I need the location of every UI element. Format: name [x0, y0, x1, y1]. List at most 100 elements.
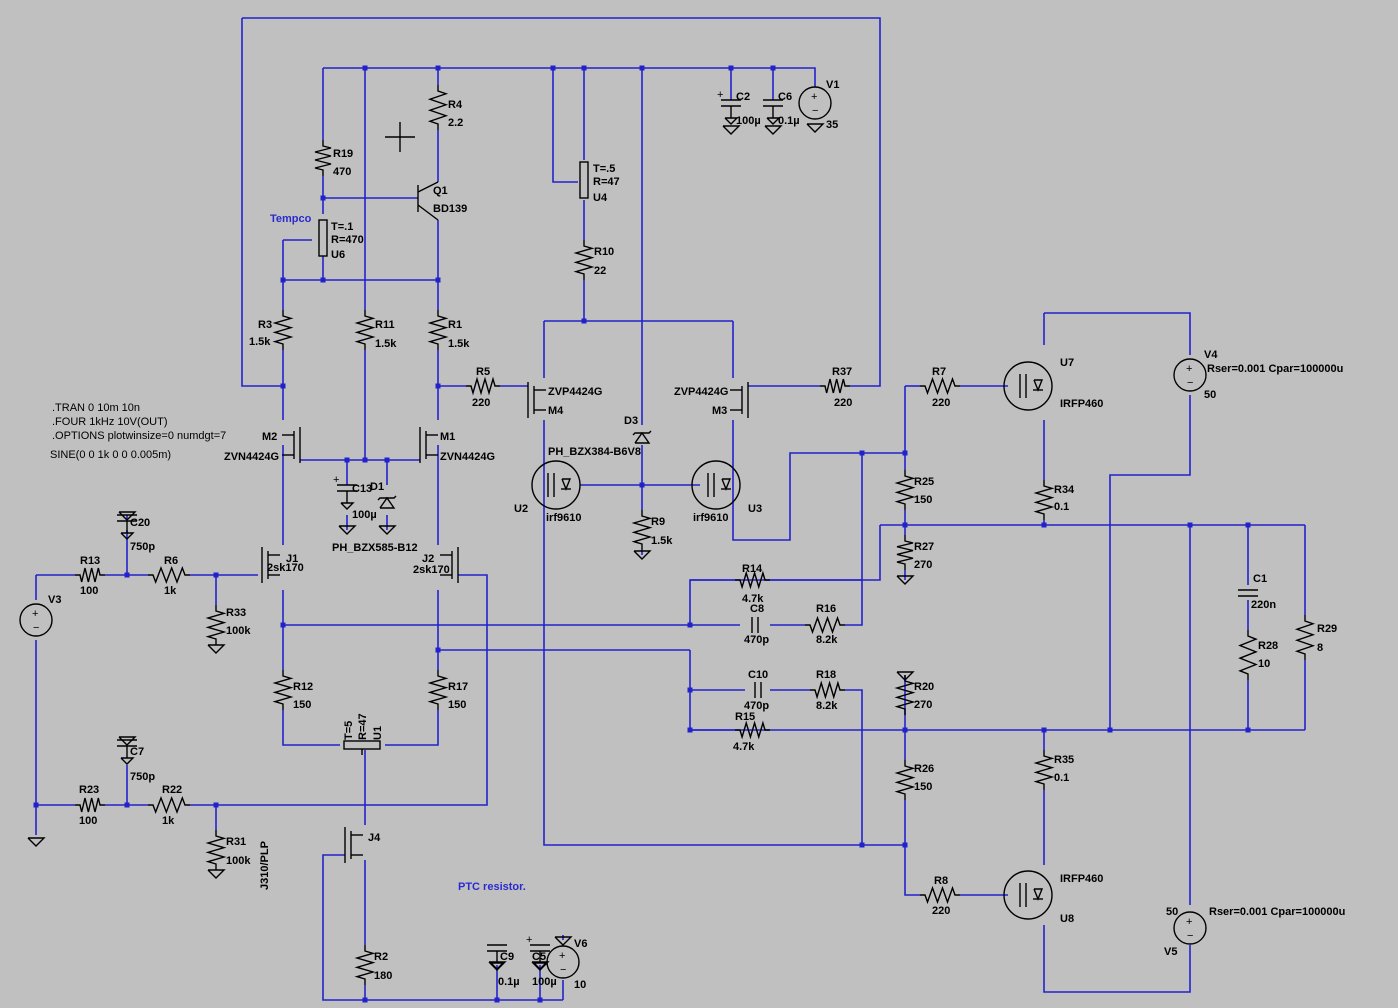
resistor-r11[interactable] [354, 310, 376, 350]
resistor-r37[interactable] [820, 378, 850, 394]
junction-dot [435, 383, 441, 389]
label-r31: 100k [226, 855, 251, 867]
label-c2: C2 [736, 91, 750, 103]
resistor-r16[interactable] [805, 615, 845, 635]
resistor-r3[interactable] [272, 310, 294, 350]
wire [732, 420, 905, 541]
label-r10: R10 [594, 246, 614, 258]
label-r27: 270 [914, 559, 932, 571]
label-c13: C13 [352, 483, 372, 495]
capacitor-c10[interactable] [754, 682, 762, 698]
source-v6[interactable]: +− [546, 945, 580, 979]
resistor-r18[interactable] [810, 680, 845, 700]
svg-text:−: − [1187, 930, 1193, 942]
spice-directive[interactable]: SINE(0 0 1k 0 0 0.005m) [50, 449, 171, 461]
spice-directive[interactable]: .TRAN 0 10m 10n [52, 402, 140, 414]
jfet-j2[interactable] [440, 547, 459, 583]
resistor-r34[interactable] [1033, 480, 1055, 520]
ground-symbol [488, 961, 507, 971]
mosfet-m4[interactable] [527, 382, 546, 418]
capacitor-c2[interactable]: + [717, 89, 741, 125]
jfet-j1[interactable] [261, 547, 280, 583]
label-r7: R7 [932, 366, 946, 378]
resistor-r33[interactable] [205, 605, 227, 645]
resistor-r22[interactable] [148, 796, 190, 814]
resistor-r35[interactable] [1033, 750, 1055, 790]
label-u2: U2 [514, 503, 528, 515]
capacitor-c7[interactable] [117, 739, 137, 765]
ground-symbol [207, 869, 226, 879]
spice-directive[interactable]: .OPTIONS plotwinsize=0 numdgt=7 [52, 430, 226, 442]
resistor-r25[interactable] [894, 470, 916, 510]
jfet-j4[interactable] [344, 827, 363, 863]
mosfet-u7[interactable] [1003, 361, 1053, 411]
junction-dot [687, 727, 693, 733]
source-v1[interactable]: +− [798, 86, 832, 120]
spice-directive[interactable]: .FOUR 1kHz 10V(OUT) [52, 416, 168, 428]
resistor-r19[interactable] [314, 140, 332, 176]
resistor-r8[interactable] [920, 885, 960, 905]
zener-d1[interactable] [377, 495, 397, 509]
resistor-r6[interactable] [148, 566, 190, 584]
potentiometer-u6[interactable] [318, 219, 328, 257]
resistor-r7[interactable] [920, 376, 960, 396]
resistor-r9[interactable] [631, 510, 653, 550]
capacitor-c5[interactable]: + [526, 934, 550, 970]
capacitor-c13[interactable]: + [333, 474, 357, 510]
potentiometer-u1[interactable] [343, 740, 381, 755]
resistor-r15[interactable] [735, 720, 770, 740]
svg-text:+: + [811, 91, 817, 103]
resistor-r5[interactable] [466, 376, 500, 396]
label-j4: J310/PLP [259, 841, 271, 890]
resistor-r27[interactable] [896, 535, 914, 570]
label-r12: R12 [293, 681, 313, 693]
label-v3: V3 [48, 594, 61, 606]
zener-d3[interactable] [632, 430, 652, 444]
resistor-r17[interactable] [427, 670, 449, 710]
wire [845, 453, 863, 626]
resistor-r1[interactable] [427, 310, 449, 350]
capacitor-c20[interactable] [117, 514, 137, 540]
label-c9: 0.1µ [498, 976, 520, 988]
transistor-q1[interactable] [417, 181, 439, 221]
label-c8: 470p [744, 634, 769, 646]
resistor-r10[interactable] [573, 240, 595, 280]
mosfet-u8[interactable] [1003, 870, 1053, 920]
resistor-r2[interactable] [354, 945, 376, 985]
label-r13: R13 [80, 555, 100, 567]
mosfet-m2[interactable] [282, 427, 301, 463]
label-r37: R37 [832, 366, 852, 378]
source-v3[interactable]: +− [19, 603, 53, 637]
mosfet-u2[interactable] [531, 460, 581, 510]
capacitor-c9[interactable] [487, 944, 507, 970]
label-r27: R27 [914, 541, 934, 553]
resistor-r26[interactable] [894, 760, 916, 800]
label-r19: 470 [333, 166, 351, 178]
label-r3: R3 [258, 319, 272, 331]
capacitor-c1[interactable] [1238, 589, 1258, 597]
junction-dot [320, 277, 326, 283]
capacitor-c6[interactable] [763, 99, 783, 125]
wire [282, 710, 340, 746]
source-v5[interactable]: +− [1173, 911, 1207, 945]
mosfet-m1[interactable] [419, 427, 438, 463]
resistor-r23[interactable] [75, 797, 105, 813]
label-c5: C5 [532, 951, 546, 963]
resistor-r12[interactable] [272, 670, 294, 710]
resistor-r29[interactable] [1294, 615, 1316, 660]
junction-dot [902, 450, 908, 456]
potentiometer-u4[interactable] [579, 161, 589, 199]
resistor-r4[interactable] [427, 85, 449, 130]
resistor-r31[interactable] [205, 830, 227, 870]
mosfet-u3[interactable] [691, 460, 741, 510]
resistor-r20[interactable] [894, 675, 916, 715]
capacitor-c8[interactable] [751, 617, 759, 633]
resistor-r28[interactable] [1238, 630, 1258, 680]
mosfet-m3[interactable] [730, 382, 749, 418]
resistor-r13[interactable] [75, 567, 105, 583]
resistor-r14[interactable] [735, 570, 770, 590]
source-v4[interactable]: +− [1173, 358, 1207, 392]
junction-dot [639, 482, 645, 488]
